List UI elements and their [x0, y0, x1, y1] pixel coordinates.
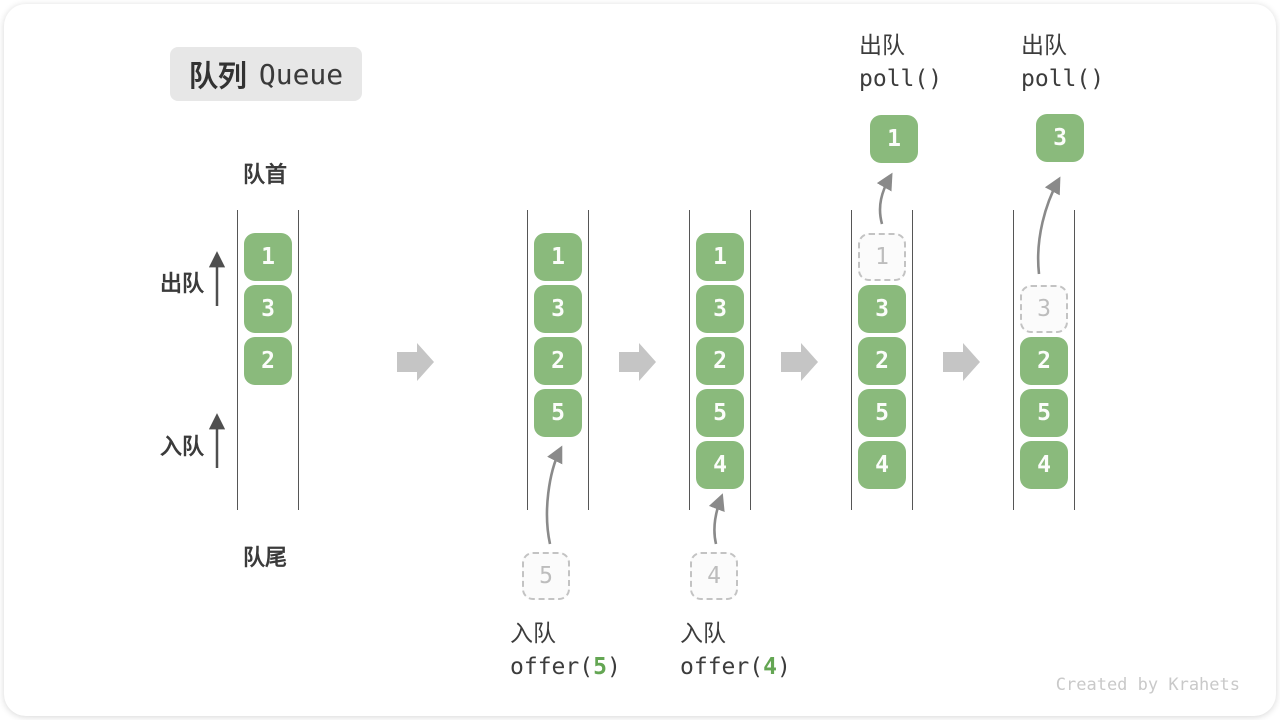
queue-item: 3	[244, 285, 292, 333]
removed-item-slot: 1	[858, 233, 906, 281]
label-enqueue: 入队	[160, 434, 205, 459]
op-offer-4: 入队 offer(4)	[680, 616, 791, 684]
queue-channel-4	[851, 210, 913, 510]
queue-item: 4	[858, 441, 906, 489]
incoming-item: 4	[690, 552, 738, 600]
op-offer-5-code: offer(5)	[510, 650, 621, 684]
queue-item: 5	[696, 389, 744, 437]
queue-channel-2	[527, 210, 589, 510]
queue-item: 2	[534, 337, 582, 385]
incoming-item: 5	[522, 552, 570, 600]
queue-channel-5	[1013, 210, 1075, 510]
op-offer-5-label: 入队	[510, 620, 556, 646]
queue-item: 2	[696, 337, 744, 385]
label-queue-front: 队首	[243, 162, 288, 187]
op-offer-4-arg: 4	[763, 654, 777, 680]
queue-item: 2	[858, 337, 906, 385]
queue-item: 5	[534, 389, 582, 437]
removed-item-slot: 3	[1020, 285, 1068, 333]
op-poll-2-code: poll()	[1021, 66, 1105, 92]
queue-item: 4	[696, 441, 744, 489]
op-offer-5-code-post: )	[606, 654, 621, 680]
queue-item: 1	[244, 233, 292, 281]
queue-item: 1	[696, 233, 744, 281]
diagram-canvas	[4, 4, 1276, 716]
polled-item: 3	[1036, 114, 1084, 162]
title-zh: 队列	[188, 61, 247, 93]
queue-channel-3	[689, 210, 751, 510]
op-poll-2: 出队 poll()	[1021, 28, 1104, 96]
queue-item: 2	[1020, 337, 1068, 385]
op-offer-5-arg: 5	[593, 654, 607, 680]
op-offer-4-label: 入队	[680, 620, 726, 646]
queue-item: 3	[696, 285, 744, 333]
queue-item: 5	[1020, 389, 1068, 437]
op-poll-1-label: 出队	[859, 32, 905, 58]
op-offer-4-code-pre: offer(	[680, 654, 764, 680]
op-poll-2-label: 出队	[1021, 32, 1067, 58]
label-queue-rear: 队尾	[243, 545, 288, 570]
title-en: Queue	[258, 57, 344, 91]
title-badge: 队列 Queue	[170, 47, 362, 101]
queue-item: 2	[244, 337, 292, 385]
polled-item: 1	[870, 115, 918, 163]
queue-item: 3	[858, 285, 906, 333]
queue-item: 3	[534, 285, 582, 333]
queue-channel-1	[237, 210, 299, 510]
queue-item: 5	[858, 389, 906, 437]
op-offer-5-code-pre: offer(	[510, 654, 594, 680]
op-poll-1: 出队 poll()	[859, 28, 942, 96]
op-poll-1-code: poll()	[859, 66, 943, 92]
op-offer-5: 入队 offer(5)	[510, 616, 621, 684]
op-offer-4-code: offer(4)	[680, 650, 791, 684]
credit-text: Created by Krahets	[1055, 675, 1240, 695]
queue-item: 1	[534, 233, 582, 281]
op-offer-4-code-post: )	[776, 654, 791, 680]
label-dequeue: 出队	[160, 271, 205, 296]
queue-item: 4	[1020, 441, 1068, 489]
